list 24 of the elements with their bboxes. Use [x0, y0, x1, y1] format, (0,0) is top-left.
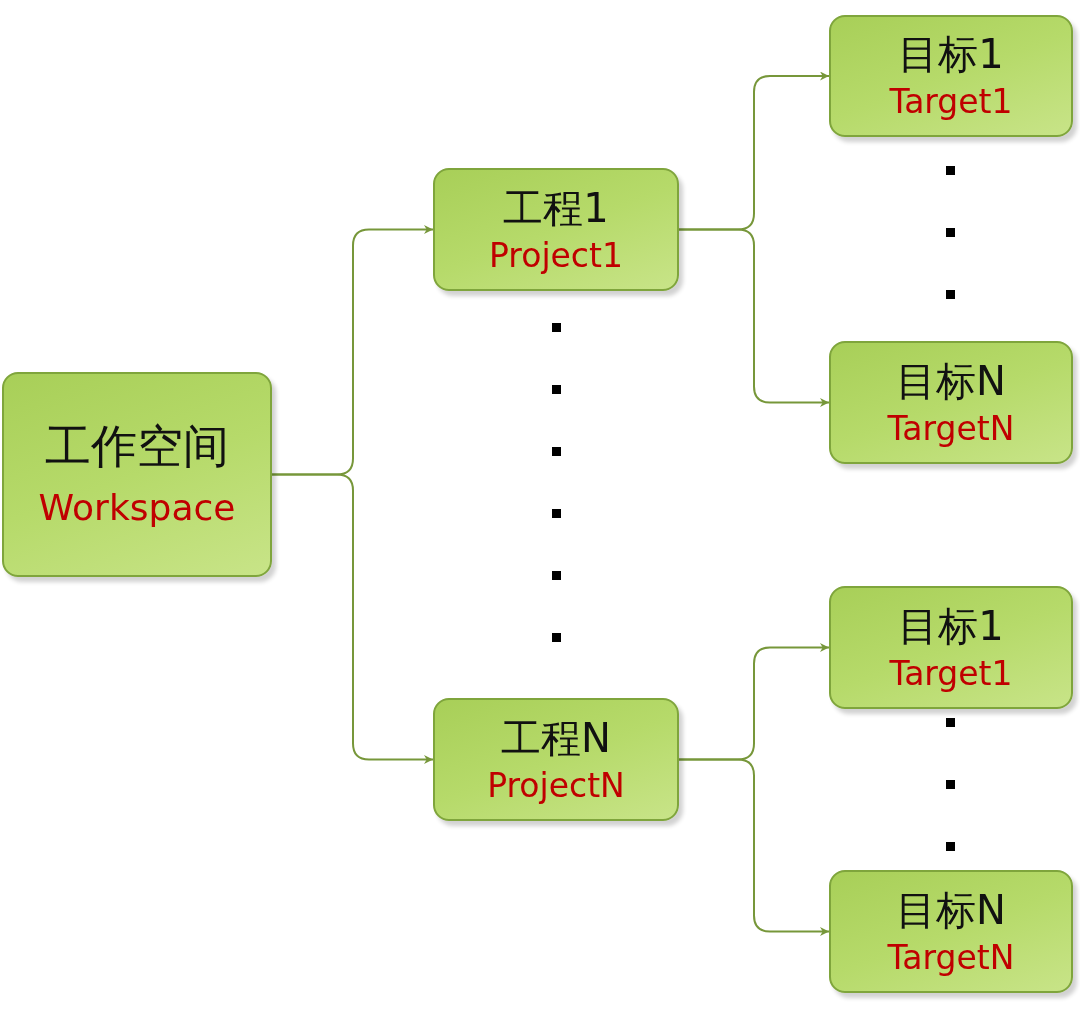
process-box	[829, 341, 1073, 464]
node-subheading: TargetN	[887, 938, 1015, 977]
process-box	[2, 372, 272, 577]
node-heading: 目标1	[898, 31, 1004, 78]
process-box	[829, 15, 1073, 137]
process-box	[433, 168, 679, 291]
node-subheading: ProjectN	[487, 766, 625, 805]
process-box	[433, 698, 679, 821]
node-subheading: Project1	[489, 236, 623, 275]
node-heading: 工程1	[503, 184, 609, 231]
node-subheading: TargetN	[887, 409, 1015, 448]
node-subheading: Target1	[889, 654, 1013, 693]
node-heading: 工程N	[501, 714, 611, 761]
arrow	[678, 758, 830, 936]
process-box	[829, 586, 1073, 709]
node-heading: 工作空间	[45, 420, 229, 474]
arrow	[271, 473, 434, 764]
arrow	[678, 228, 830, 407]
node-heading: 目标N	[896, 357, 1006, 404]
node-subheading: Target1	[889, 83, 1013, 121]
process-box	[829, 870, 1073, 993]
node-heading: 目标1	[898, 602, 1004, 649]
node-heading: 目标N	[896, 886, 1006, 933]
node-subheading: Workspace	[38, 487, 236, 529]
